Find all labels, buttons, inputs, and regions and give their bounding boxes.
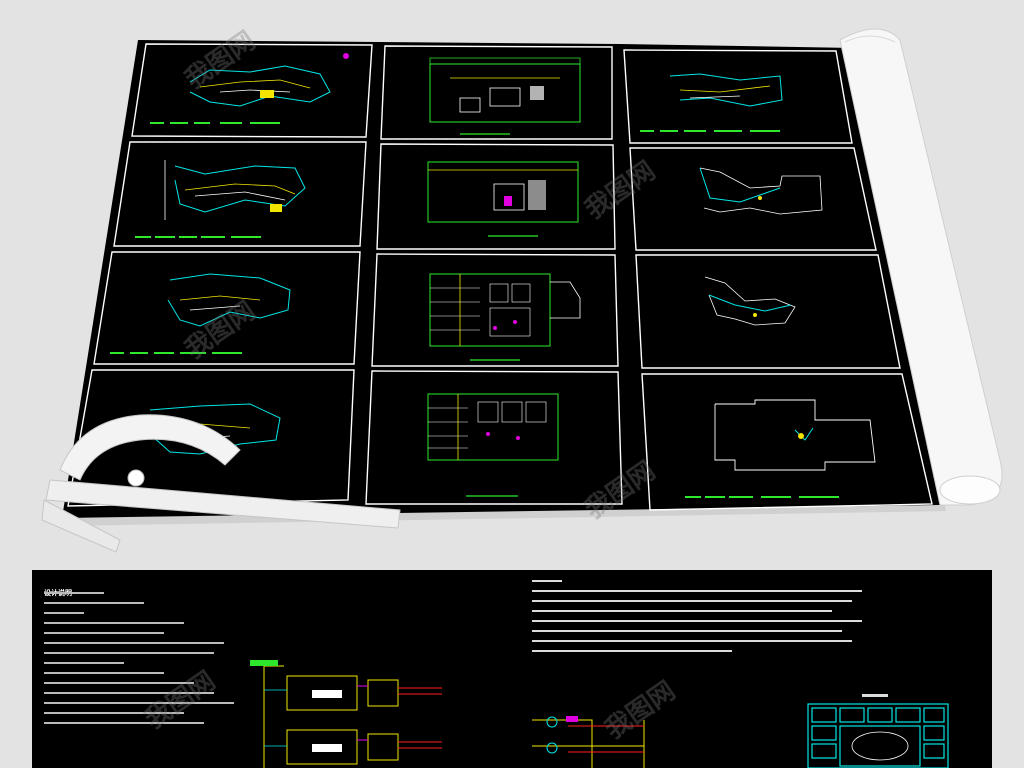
panel-1-drawing xyxy=(150,53,349,124)
panel-7-drawing xyxy=(110,273,291,354)
panel-4-drawing xyxy=(135,160,306,238)
panel-5-drawing xyxy=(427,161,579,237)
protractor-prop xyxy=(41,414,401,553)
panel-9-drawing xyxy=(704,276,796,326)
cad-sheet xyxy=(41,28,1003,553)
system-diagram xyxy=(44,580,949,768)
panel-grid xyxy=(807,703,949,768)
lower-drawing: 设计说明 xyxy=(32,570,992,768)
panel-8-drawing xyxy=(429,273,581,361)
sheet-background xyxy=(62,40,940,518)
panel-3-drawing xyxy=(640,73,783,132)
panel-12-drawing xyxy=(685,399,876,498)
panel-11-drawing xyxy=(427,393,559,497)
panel-2-drawing xyxy=(429,57,581,135)
panel-frames xyxy=(67,43,933,511)
paper-roll xyxy=(839,28,1003,506)
panel-6-drawing xyxy=(699,167,823,215)
